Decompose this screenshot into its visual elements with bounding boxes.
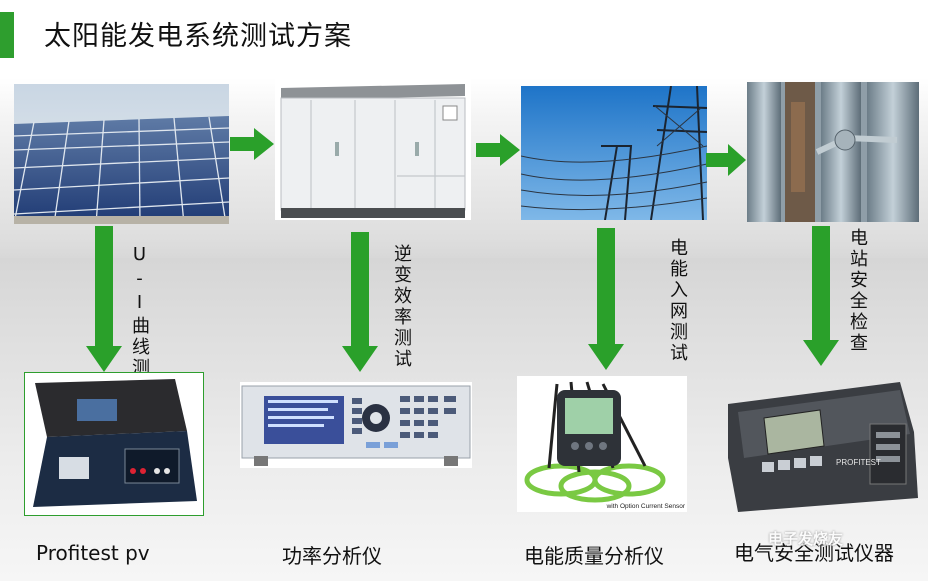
safety-tester-photo: PROFITEST <box>724 378 918 512</box>
arrow-down-3 <box>588 228 624 370</box>
arrow-right-3 <box>706 144 746 176</box>
caption-power-quality-analyzer: 电能质量分析仪 <box>524 544 664 568</box>
arrow-right-1 <box>230 128 274 160</box>
caption-safety-tester: 电气安全测试仪器 <box>734 541 894 565</box>
page-title: 太阳能发电系统测试方案 <box>44 21 352 52</box>
inverter-cabinet-photo <box>275 78 471 220</box>
test-label-inverter-efficiency: 逆变效率测试 <box>391 244 412 370</box>
caption-power-analyzer: 功率分析仪 <box>282 544 382 568</box>
profitest-label: PROFITEST <box>836 458 881 467</box>
test-label-safety-check: 电站安全检查 <box>847 228 868 354</box>
arrow-down-4 <box>803 226 839 366</box>
arrow-down-1 <box>86 226 122 372</box>
power-quality-analyzer-photo: with Option Current Sensor <box>517 376 687 512</box>
test-label-ui-curve: U-I曲线测试 <box>129 244 150 400</box>
power-lines-photo <box>521 86 707 220</box>
power-analyzer-photo <box>240 382 472 468</box>
title-accent-bar <box>0 12 14 58</box>
solar-panels-photo <box>14 84 229 224</box>
caption-profitest-pv: Profitest pv <box>36 541 150 565</box>
watermark-logo: 电子发烧友 <box>768 530 844 548</box>
corroded-pipe-photo <box>747 82 919 222</box>
profitest-pv-case-photo <box>24 372 204 516</box>
arrow-right-2 <box>476 134 520 166</box>
arrow-down-2 <box>342 232 378 372</box>
test-label-grid-connection: 电能入网测试 <box>667 238 688 364</box>
current-sensor-label: with Option Current Sensor <box>606 503 685 510</box>
